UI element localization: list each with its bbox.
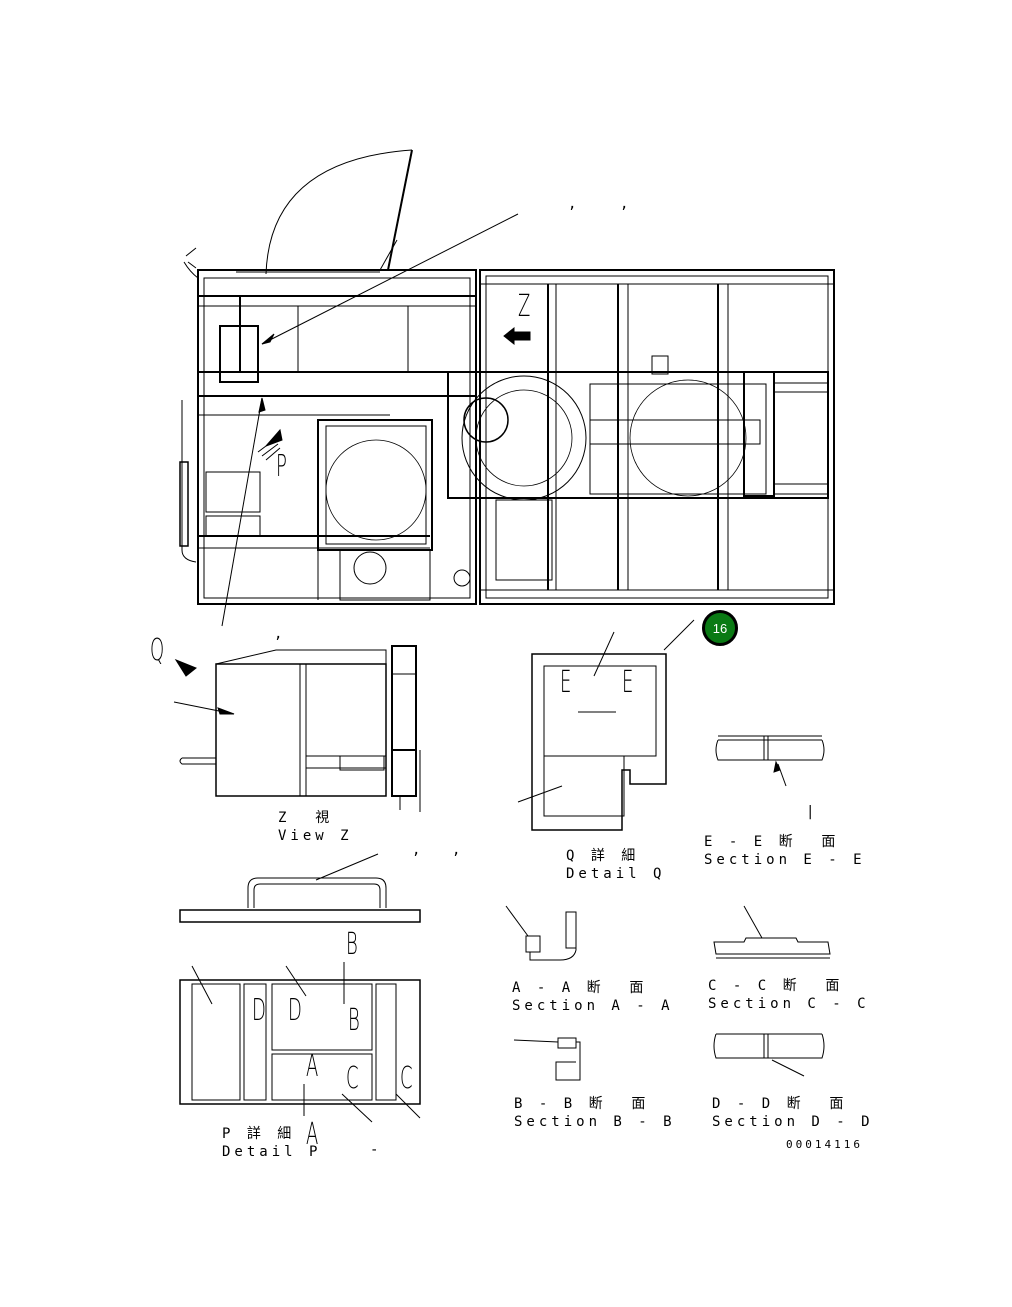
callout-number: 16: [712, 620, 728, 636]
stray-mark: -: [370, 1142, 383, 1158]
section-b-title-jp: B - B 断 面: [514, 1096, 650, 1112]
detail-q-drawing: [517, 619, 695, 831]
section-b-drawing: [513, 1037, 581, 1081]
view-z-title-en: View Z: [278, 828, 353, 844]
section-c-title-en: Section C - C: [708, 996, 870, 1012]
view-z-drawing: [173, 645, 421, 812]
callout-balloon[interactable]: 16: [702, 610, 738, 646]
stray-mark: |: [806, 804, 819, 820]
section-e-title-jp: E - E 断 面: [704, 834, 840, 850]
section-a-drawing: [505, 905, 577, 961]
detail-q-title-jp: Q 詳 細: [566, 848, 640, 864]
stray-mark: ,: [568, 196, 581, 212]
section-d-title-jp: D - D 断 面: [712, 1096, 848, 1112]
section-mark-e-left: E: [560, 665, 572, 700]
section-mark-b-bottom: B: [348, 1003, 360, 1038]
section-e-title-en: Section E - E: [704, 852, 866, 868]
section-c-title-jp: C - C 断 面: [708, 978, 844, 994]
section-d-title-en: Section D - D: [712, 1114, 874, 1130]
view-z-marker: Z: [518, 289, 531, 324]
view-z-title-jp: Z 視: [278, 810, 334, 826]
section-mark-d-left: D: [252, 993, 266, 1028]
section-d-drawing: [713, 1033, 825, 1077]
detail-q-marker: Q: [150, 633, 165, 668]
section-mark-c-left: C: [346, 1061, 359, 1096]
section-mark-a-top: A: [306, 1049, 319, 1084]
section-c-drawing: [713, 905, 831, 959]
section-mark-e-right: E: [622, 665, 634, 700]
detail-q-title-en: Detail Q: [566, 866, 666, 882]
section-b-title-en: Section B - B: [514, 1114, 676, 1130]
detail-p-title-jp: P 詳 細: [222, 1126, 296, 1142]
stray-mark: ,: [620, 196, 633, 212]
document-id: 00014116: [786, 1138, 863, 1151]
section-e-drawing: [715, 735, 825, 787]
stray-mark: ,: [274, 626, 287, 642]
detail-p-marker: P: [276, 449, 287, 484]
section-a-title-en: Section A - A: [512, 998, 674, 1014]
section-mark-d-right: D: [288, 993, 302, 1028]
section-mark-c-right: C: [400, 1061, 413, 1096]
detail-p-drawing: [179, 853, 421, 1123]
main-plan-view: [179, 149, 835, 627]
detail-p-title-en: Detail P: [222, 1144, 322, 1160]
stray-mark: ,: [452, 842, 465, 858]
section-a-title-jp: A - A 断 面: [512, 980, 648, 996]
section-mark-a-bottom: A: [306, 1117, 319, 1152]
stray-mark: ,: [412, 842, 425, 858]
section-mark-b-top: B: [346, 927, 358, 962]
